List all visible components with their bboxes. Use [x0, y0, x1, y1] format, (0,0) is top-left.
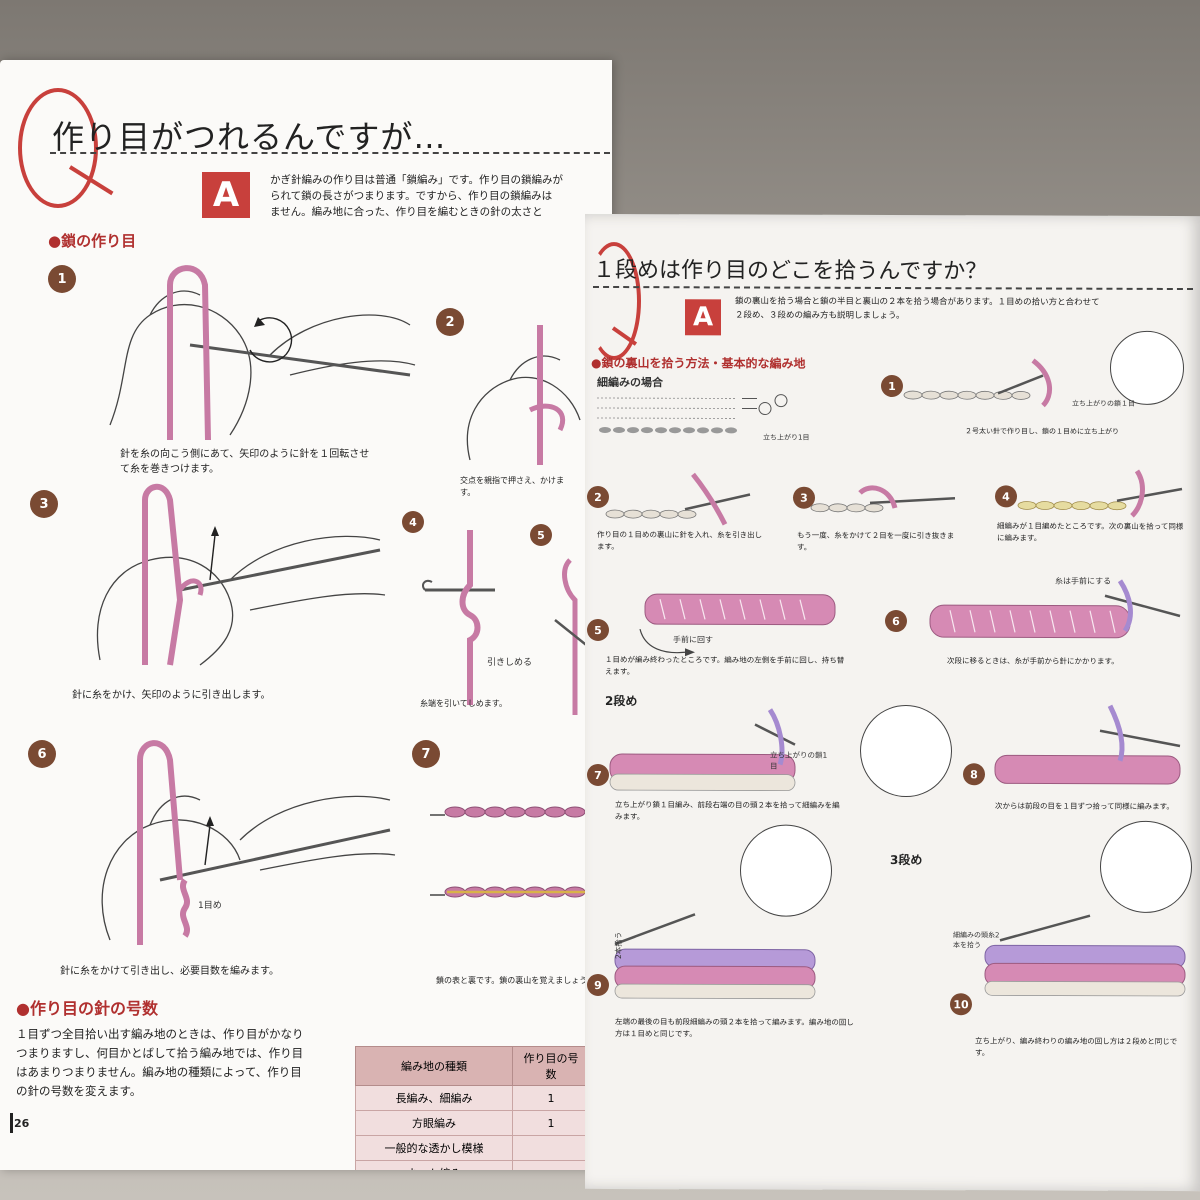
- step-r10-illustration: [980, 905, 1190, 1016]
- step-3-caption: 針に糸をかけ、矢印のように引き出します。: [72, 688, 372, 703]
- step-r4-illustration: [1017, 460, 1187, 521]
- step-2-caption: 交点を親指で押さえ、かけます。: [460, 475, 570, 499]
- step-badge-5: 5: [530, 524, 552, 546]
- step-r4-caption: 細編みが１目編めたところです。次の裏山を拾って同様に編みます。: [997, 520, 1187, 545]
- step-badge-7: 7: [412, 740, 440, 768]
- step-badge-1: 1: [48, 265, 76, 293]
- step-r2-illustration: [605, 469, 755, 530]
- step-r6-illustration: [925, 575, 1185, 656]
- step-r10-label: 細編みの頭糸2本を拾う: [953, 930, 1003, 950]
- step-badge-6: 6: [28, 740, 56, 768]
- needle-text: １目ずつ全目拾い出す編み地のときは、作り目がかなり つまりますし、何目かとばして…: [16, 1025, 336, 1101]
- step-6-caption: 針に糸をかけて引き出し、必要目数を編みます。: [60, 964, 390, 979]
- step-6-illustration: [70, 730, 400, 950]
- table-cell: [513, 1161, 590, 1171]
- step-badge-r1: 1: [881, 375, 903, 397]
- answer-badge: A: [685, 299, 721, 335]
- step-badge-r8: 8: [963, 763, 985, 785]
- step-r9-illustration: [605, 904, 835, 1015]
- table-row: 一般的な透かし模様: [356, 1136, 590, 1161]
- step-r8-caption: 次からは前段の目を１目ずつ拾って同様に編みます。: [995, 800, 1185, 813]
- page-title: １段めは作り目のどこを拾うんですか？: [593, 252, 987, 285]
- step-r1-label: 立ち上がりの鎖１目: [1072, 399, 1135, 409]
- step-r7-caption: 立ち上がり鎖１目編み、前段右端の目の頭２本を拾って細編みを編みます。: [615, 799, 845, 824]
- intro-text: 鎖の裏山を拾う場合と鎖の半目と裏山の２本を拾う場合があります。１目めの拾い方と合…: [735, 294, 1195, 324]
- chart-label: 立ち上がり1目: [763, 433, 809, 443]
- section-needle-heading: ●作り目の針の号数: [16, 995, 158, 1019]
- step-r2-caption: 作り目の１目めの裏山に針を入れ、糸を引き出します。: [597, 529, 767, 554]
- step-3-illustration: [70, 480, 390, 670]
- step-r6-caption: 次段に移るときは、糸が手前から針にかかります。: [947, 655, 1187, 668]
- step-7-illustration: [425, 780, 610, 920]
- step-r5-caption: １目めが編み終わったところです。編み地の左側を手前に回し、持ち替えます。: [605, 654, 845, 679]
- table-header: 編み地の種類: [356, 1047, 513, 1086]
- title-rule: [593, 286, 1193, 290]
- table-cell: [513, 1136, 590, 1161]
- subsection-sc: 細編みの場合: [597, 374, 663, 390]
- right-page: １段めは作り目のどこを拾うんですか？ A 鎖の裏山を拾う場合と鎖の半目と裏山の２…: [585, 214, 1200, 1191]
- step-1-caption: 針を糸の向こう側にあて、矢印のように針を１回転させて糸を巻きつけます。: [120, 447, 370, 477]
- page-number: 26: [14, 1117, 29, 1130]
- step-r1-caption: ２号太い針で作り目し、鎖の１目めに立ち上がり: [965, 425, 1185, 438]
- step-r9-detail-circle: [740, 824, 832, 916]
- step-r6-label: 糸は手前にする: [1055, 576, 1111, 587]
- step-r7-detail-circle: [860, 705, 952, 797]
- needle-size-table: 編み地の種類 作り目の号数 長編み、細編み 1 方眼編み 1 一般的な透かし模様…: [355, 1046, 590, 1170]
- stitch-chart: [597, 392, 797, 438]
- table-row: ネット編み: [356, 1161, 590, 1171]
- step-badge-r4: 4: [995, 485, 1017, 507]
- step-r5-label: 手前に回す: [673, 634, 713, 645]
- step-r10-detail-circle: [1100, 821, 1192, 913]
- step-4-label: 引きしめる: [487, 655, 532, 668]
- table-row: 長編み、細編み 1: [356, 1086, 590, 1111]
- left-page: 作り目がつれるんですが… A かぎ針編みの作り目は普通「鎖編み」です。作り目の鎖…: [0, 60, 612, 1170]
- step-badge-r10: 10: [950, 993, 972, 1015]
- table-header: 作り目の号数: [513, 1047, 590, 1086]
- step-r5-illustration: [635, 574, 845, 665]
- step-badge-3: 3: [30, 490, 58, 518]
- table-cell: 長編み、細編み: [356, 1086, 513, 1111]
- table-cell: 方眼編み: [356, 1111, 513, 1136]
- table-cell: 1: [513, 1086, 590, 1111]
- table-header-row: 編み地の種類 作り目の号数: [356, 1047, 590, 1086]
- page-number-bar: [10, 1113, 13, 1133]
- step-1-illustration: [90, 255, 420, 445]
- table-cell: 1: [513, 1111, 590, 1136]
- step-r9-label: 2本拾う: [613, 932, 624, 959]
- table-cell: ネット編み: [356, 1161, 513, 1171]
- table-row: 方眼編み 1: [356, 1111, 590, 1136]
- step-r3-illustration: [810, 463, 960, 524]
- section-chain-heading: ●鎖の作り目: [48, 230, 136, 251]
- step-6-label: 1目め: [198, 898, 222, 911]
- step-r9-caption: 左端の最後の目も前段細編みの頭２本を拾って編みます。編み地の回し方は１目めと同じ…: [615, 1016, 855, 1041]
- step-r7-label: 立ち上がりの鎖1目: [770, 750, 830, 772]
- step-badge-r5: 5: [587, 619, 609, 641]
- step-r10-caption: 立ち上がり、編み終わりの編み地の回し方は２段めと同じです。: [975, 1035, 1185, 1060]
- step-r8-illustration: [990, 700, 1190, 801]
- step-r3-caption: もう一度、糸をかけて２目を一度に引き抜きます。: [797, 530, 957, 555]
- section-back-heading: ●鎖の裏山を拾う方法・基本的な編み地: [591, 354, 805, 372]
- table-cell: 一般的な透かし模様: [356, 1136, 513, 1161]
- title-rule: [50, 152, 610, 154]
- row3-heading: 3段め: [890, 851, 922, 868]
- step-4-illustration: [420, 530, 500, 710]
- answer-badge: A: [202, 172, 250, 218]
- step-4-caption: 糸端を引いてしめます。: [420, 698, 540, 710]
- intro-text: かぎ針編みの作り目は普通「鎖編み」です。作り目の鎖編みが られて鎖の長さがつまり…: [270, 172, 610, 220]
- step-r1-detail-circle: [1110, 331, 1184, 405]
- step-badge-r6: 6: [885, 610, 907, 632]
